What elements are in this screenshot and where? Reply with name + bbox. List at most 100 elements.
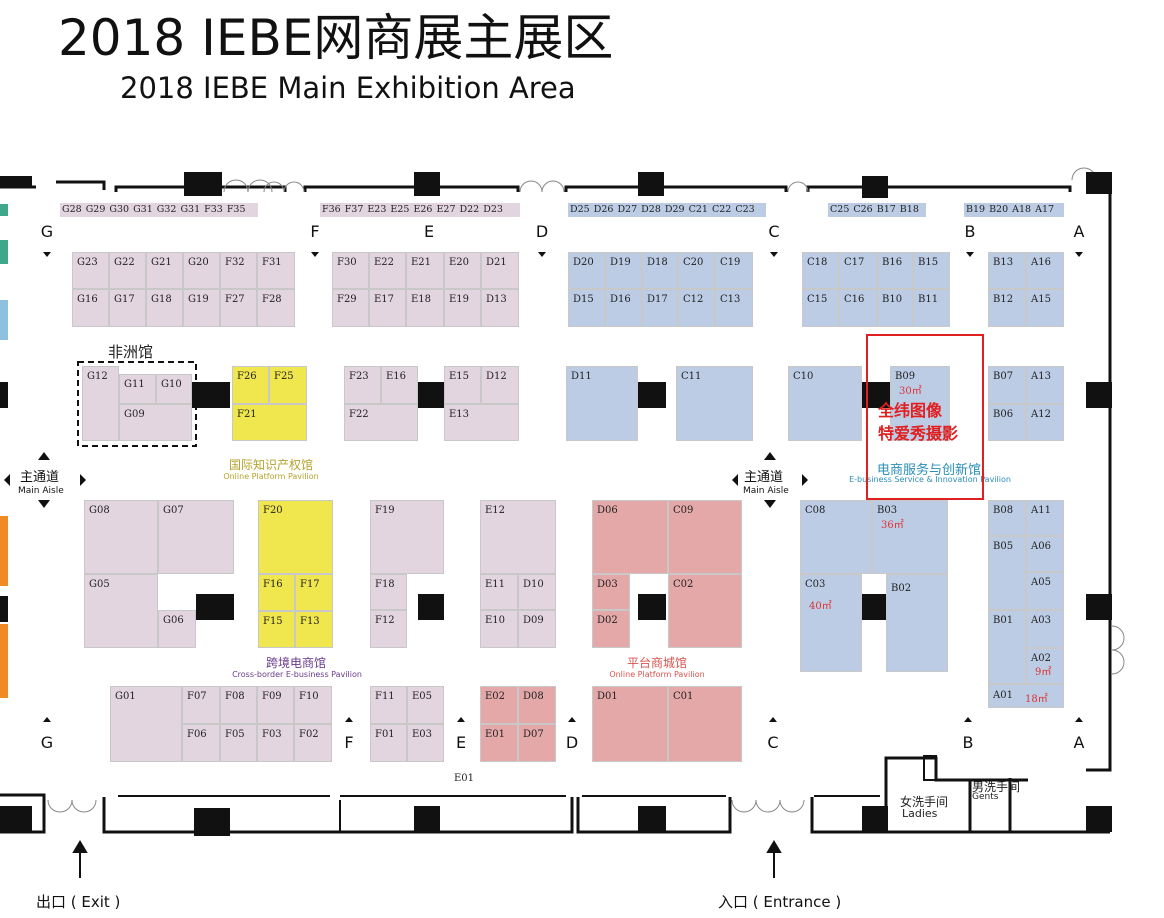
- booth-f20[interactable]: F20: [258, 500, 333, 574]
- booth-g08[interactable]: G08: [84, 500, 158, 574]
- booth-g17[interactable]: G17: [109, 289, 146, 327]
- booth-a13[interactable]: A13: [1026, 366, 1064, 404]
- booth-a11[interactable]: A11: [1026, 500, 1064, 536]
- booth-b15[interactable]: B15: [913, 252, 950, 289]
- booth-f12[interactable]: F12: [370, 610, 407, 648]
- booth-c10[interactable]: C10: [788, 366, 862, 441]
- booth[interactable]: F33: [204, 204, 223, 215]
- booth-e13[interactable]: E13: [444, 404, 519, 441]
- booth[interactable]: C25: [830, 204, 850, 215]
- booth-d08[interactable]: D08: [518, 686, 556, 724]
- booth-e05[interactable]: E05: [407, 686, 444, 724]
- booth-f11[interactable]: F11: [370, 686, 407, 724]
- booth-f32[interactable]: F32: [220, 252, 257, 289]
- booth-e16[interactable]: E16: [381, 366, 418, 404]
- booth-c13[interactable]: C13: [715, 289, 753, 327]
- booth-d16[interactable]: D16: [605, 289, 642, 327]
- booth[interactable]: F35: [226, 204, 246, 215]
- booth-b11[interactable]: B11: [913, 289, 950, 327]
- booth-d07[interactable]: D07: [518, 724, 556, 762]
- booth-g07[interactable]: G07: [158, 500, 234, 574]
- booth-g10[interactable]: G10: [156, 374, 192, 404]
- booth[interactable]: G32: [156, 204, 177, 215]
- booth-c02[interactable]: C02: [668, 574, 742, 648]
- booth-c17[interactable]: C17: [839, 252, 877, 289]
- booth[interactable]: D26: [593, 204, 614, 215]
- booth-e01[interactable]: E01: [480, 724, 518, 762]
- booth[interactable]: B17: [876, 204, 896, 215]
- booth-f30[interactable]: F30: [332, 252, 369, 289]
- booth-f27[interactable]: F27: [220, 289, 257, 327]
- booth-c16[interactable]: C16: [839, 289, 877, 327]
- booth-f10[interactable]: F10: [294, 686, 332, 724]
- booth[interactable]: E23: [367, 204, 387, 215]
- booth[interactable]: F36: [322, 204, 341, 215]
- booth[interactable]: C22: [711, 204, 732, 215]
- booth-f16[interactable]: F16: [258, 574, 295, 611]
- booth-g22[interactable]: G22: [109, 252, 146, 289]
- booth-f26[interactable]: F26: [232, 366, 269, 404]
- booth[interactable]: E26: [413, 204, 433, 215]
- booth-c11[interactable]: C11: [676, 366, 753, 441]
- booth[interactable]: C26: [853, 204, 873, 215]
- booth[interactable]: A17: [1035, 204, 1055, 215]
- booth-f18[interactable]: F18: [370, 574, 407, 610]
- booth-f09[interactable]: F09: [257, 686, 294, 724]
- booth[interactable]: A18: [1012, 204, 1032, 215]
- booth-f21[interactable]: F21: [232, 404, 307, 441]
- booth-d10[interactable]: D10: [518, 574, 556, 610]
- booth-g19[interactable]: G19: [183, 289, 220, 327]
- booth-g23[interactable]: G23: [72, 252, 109, 289]
- booth-a05[interactable]: A05: [1026, 572, 1064, 610]
- booth[interactable]: D23: [483, 204, 503, 215]
- booth[interactable]: F37: [344, 204, 364, 215]
- booth-d12[interactable]: D12: [481, 366, 519, 404]
- booth-f05[interactable]: F05: [220, 724, 257, 762]
- booth-d18[interactable]: D18: [642, 252, 678, 289]
- booth-d02[interactable]: D02: [592, 610, 630, 648]
- booth-d20[interactable]: D20: [568, 252, 605, 289]
- booth-c08[interactable]: C08: [800, 500, 872, 574]
- booth-c12[interactable]: C12: [678, 289, 715, 327]
- booth-e22[interactable]: E22: [369, 252, 406, 289]
- booth[interactable]: G31: [180, 204, 201, 215]
- booth-b06[interactable]: B06: [988, 404, 1026, 441]
- booth-e02[interactable]: E02: [480, 686, 518, 724]
- booth-c15[interactable]: C15: [802, 289, 839, 327]
- booth-e11[interactable]: E11: [480, 574, 518, 610]
- booth[interactable]: D29: [664, 204, 685, 215]
- booth-b16[interactable]: B16: [877, 252, 913, 289]
- booth[interactable]: B18: [899, 204, 919, 215]
- booth-d15[interactable]: D15: [568, 289, 605, 327]
- booth[interactable]: E25: [390, 204, 410, 215]
- booth[interactable]: B19: [966, 204, 986, 215]
- booth[interactable]: G28: [62, 204, 82, 215]
- booth[interactable]: D27: [617, 204, 638, 215]
- booth-f22[interactable]: F22: [344, 404, 418, 441]
- booth-d13[interactable]: D13: [481, 289, 519, 327]
- booth-g01[interactable]: G01: [110, 686, 182, 762]
- booth-f02[interactable]: F02: [294, 724, 332, 762]
- booth[interactable]: C23: [735, 204, 755, 215]
- booth-f31[interactable]: F31: [257, 252, 295, 289]
- booth-f19[interactable]: F19: [370, 500, 444, 574]
- booth[interactable]: C21: [688, 204, 708, 215]
- booth[interactable]: G30: [109, 204, 130, 215]
- booth-g21[interactable]: G21: [146, 252, 183, 289]
- booth-a03[interactable]: A03: [1026, 610, 1064, 648]
- booth-e10[interactable]: E10: [480, 610, 518, 648]
- booth-c20[interactable]: C20: [678, 252, 715, 289]
- booth-e18[interactable]: E18: [406, 289, 444, 327]
- booth[interactable]: D28: [641, 204, 661, 215]
- booth-e20[interactable]: E20: [444, 252, 481, 289]
- booth[interactable]: G31: [133, 204, 153, 215]
- booth[interactable]: B20: [989, 204, 1009, 215]
- booth-g05[interactable]: G05: [84, 574, 158, 648]
- booth-b02[interactable]: B02: [886, 574, 948, 672]
- booth-f01[interactable]: F01: [370, 724, 407, 762]
- booth-g20[interactable]: G20: [183, 252, 220, 289]
- booth-c18[interactable]: C18: [802, 252, 839, 289]
